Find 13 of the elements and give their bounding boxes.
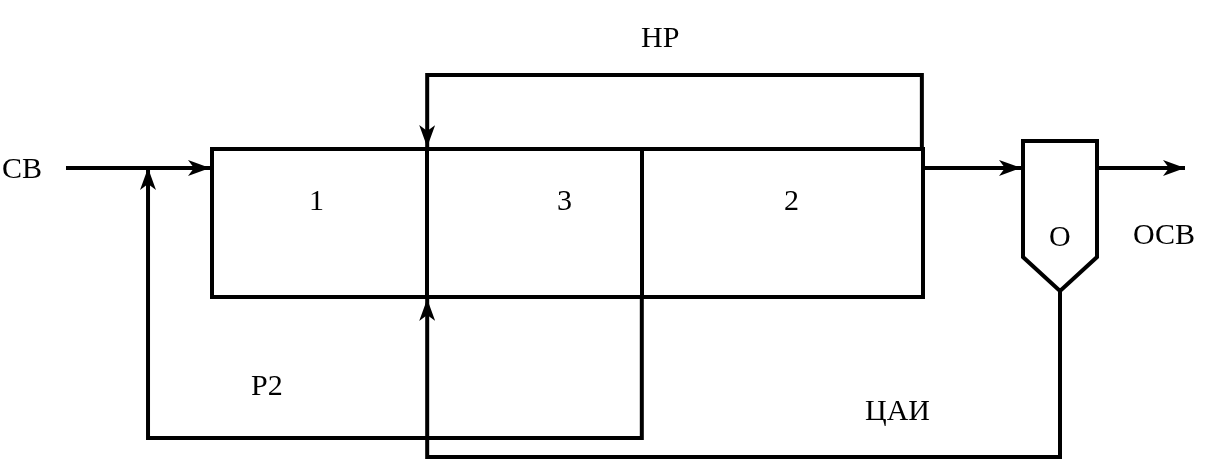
flow-arrow — [140, 168, 644, 440]
zone-number: 3 — [557, 185, 572, 215]
stream-label: ОСВ — [1133, 150, 1213, 250]
stream-label: СВ — [2, 152, 66, 184]
flow-arrow — [1099, 160, 1185, 176]
zone-number: 2 — [784, 185, 799, 215]
flow-arrow — [925, 159, 1021, 176]
tank-label: О — [1049, 221, 1071, 251]
flow-arrow — [66, 160, 210, 176]
flow-arrow — [419, 73, 924, 147]
zone-number: 1 — [309, 185, 324, 215]
flow-arrow — [419, 289, 1062, 459]
settler-tank — [1021, 139, 1099, 293]
